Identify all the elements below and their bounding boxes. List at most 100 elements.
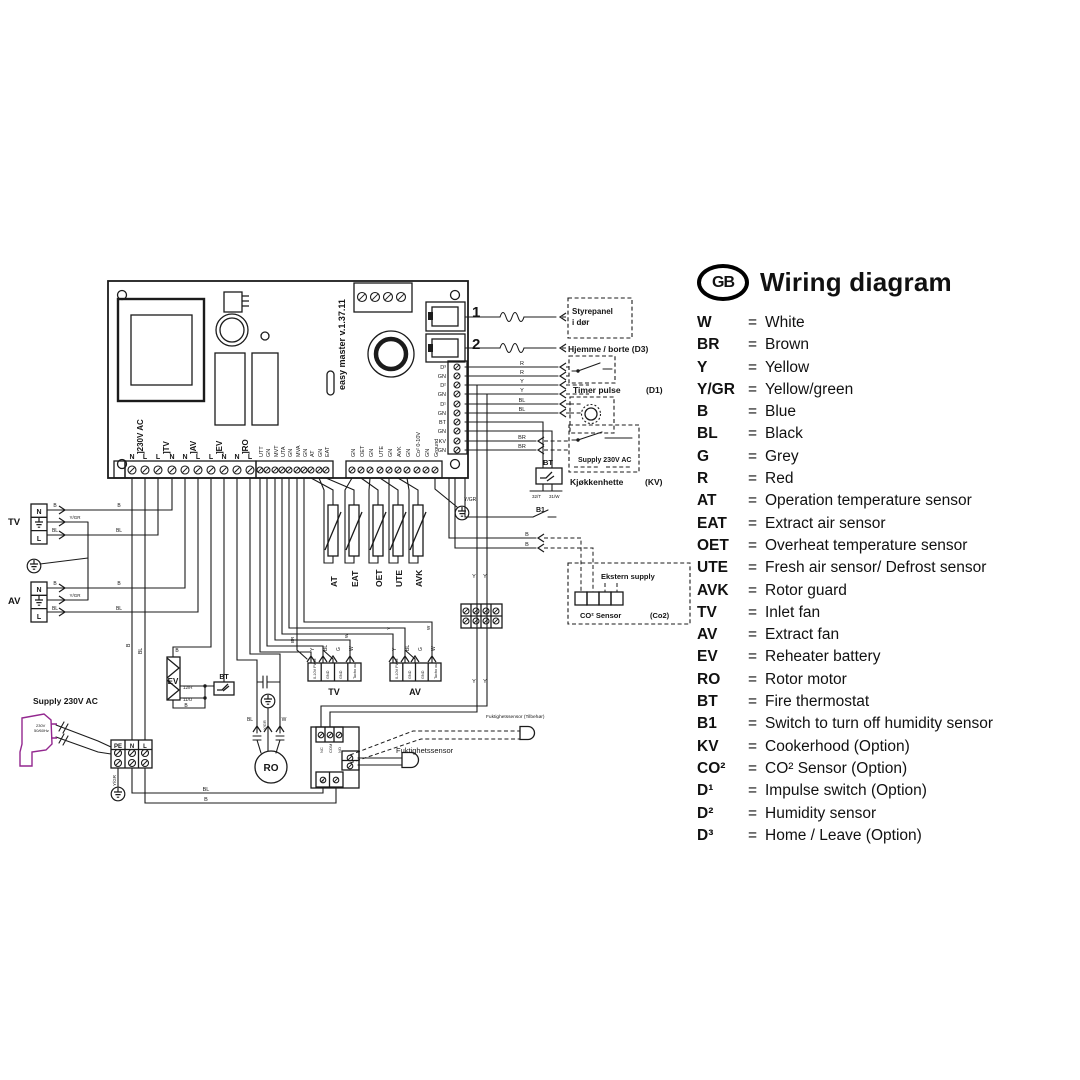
legend-entry: CO²=CO² Sensor (Option)	[697, 758, 1077, 780]
diagram-label: Tacho out	[434, 662, 438, 679]
diagram-label: KV	[439, 439, 447, 445]
screw-slot	[129, 760, 135, 766]
diagram-label: BL	[323, 645, 329, 651]
diagram-label: 0-10V PWM	[395, 659, 399, 679]
diagram-label: MVT	[274, 445, 280, 457]
legend-abbr: R	[697, 470, 709, 488]
mounting-hole	[449, 289, 461, 301]
diagram-label: BL	[519, 398, 526, 404]
screw-slot	[195, 467, 201, 473]
bt-thermostat-label: BT	[219, 674, 229, 681]
capacitor	[215, 313, 249, 347]
screw-slot	[384, 293, 392, 301]
legend-equals: =	[748, 693, 758, 711]
terminal-screw	[263, 466, 271, 474]
diagram-label: N	[182, 454, 187, 461]
earth-icon	[35, 596, 43, 606]
ev-reheater-label: EV	[168, 677, 179, 686]
wires	[39, 311, 633, 804]
diagram-label: W	[426, 625, 431, 630]
terminal-screw	[472, 607, 480, 615]
callout-bt: BT	[543, 458, 553, 467]
legend-equals: =	[748, 492, 758, 510]
legend-entry: BR=Brown	[697, 334, 1077, 356]
legend-abbr: D³	[697, 826, 714, 844]
terminal-screw	[113, 758, 123, 768]
screw-slot	[423, 467, 429, 473]
diagram-label: OET	[360, 445, 366, 457]
terminal-screw	[180, 465, 190, 475]
screw-slot	[454, 373, 460, 379]
terminal-screw	[335, 731, 343, 739]
screw-slot	[129, 750, 135, 756]
diagram-label: PE	[114, 744, 122, 750]
legend-equals: =	[748, 425, 758, 443]
legend-entry: BL=Black	[697, 423, 1077, 445]
screw-slot	[182, 467, 188, 473]
diagram-label: Y	[520, 379, 524, 385]
diagram-label: COM	[328, 744, 333, 753]
eat-sensor	[348, 504, 360, 557]
terminal-screw	[382, 291, 394, 303]
diagram-label: B	[525, 542, 529, 548]
legend-entry: AV=Extract fan	[697, 624, 1077, 646]
terminal-screw	[453, 427, 461, 435]
diagram-label: GN	[438, 374, 446, 380]
mounting-hole	[116, 458, 128, 470]
legend-meaning: Blue	[765, 403, 797, 421]
legend-equals: =	[748, 358, 758, 376]
diagram-label: GN	[288, 449, 294, 457]
diagram-label: L	[143, 454, 148, 461]
terminal-screw	[322, 466, 330, 474]
diagram-label: GN	[351, 449, 357, 457]
diagram-label: D¹	[440, 402, 446, 408]
bt-thermostat	[213, 681, 235, 696]
earth-icon	[458, 507, 466, 517]
terminal-screw	[462, 607, 470, 615]
diagram-label: B	[126, 643, 132, 647]
terminal-screw	[348, 466, 356, 474]
diagram-label: 12/R	[183, 685, 193, 690]
screw-slot	[473, 618, 479, 624]
terminal-screw	[285, 466, 293, 474]
generated-symbols	[26, 289, 580, 802]
screw-slot	[333, 777, 339, 783]
legend-abbr: KV	[697, 737, 719, 755]
styrepanel-box	[567, 297, 633, 339]
callout-kjokkenhette: Kjøkkenhette	[570, 477, 624, 487]
legend-abbr: BR	[697, 336, 720, 354]
top-terminal-block	[353, 282, 413, 313]
humidity-sensor-accessory-bulb	[519, 725, 536, 741]
legend-entry: TV=Inlet fan	[697, 602, 1077, 624]
screw-slot	[454, 447, 460, 453]
diagram-label: Y/GR	[464, 497, 477, 503]
legend-abbr: BT	[697, 693, 718, 711]
terminal-screw	[317, 731, 325, 739]
rotor-motor	[254, 750, 288, 784]
screw-slot	[264, 467, 270, 473]
legend-abbr: Y	[697, 358, 708, 376]
screw-slot	[371, 293, 379, 301]
diagram-label: L	[209, 454, 214, 461]
diagram-label: Y	[310, 647, 316, 651]
diagram-label: G	[336, 647, 342, 651]
earth-icon	[454, 505, 470, 521]
terminal-screw	[482, 617, 490, 625]
legend-equals: =	[748, 514, 758, 532]
screw-slot	[115, 750, 121, 756]
terminal-screw	[472, 617, 480, 625]
legend-entry: Y=Yellow	[697, 357, 1077, 379]
sensor-ute: UTE	[394, 570, 404, 587]
callout-timer-pulse: Timer pulse	[573, 385, 621, 395]
screw-slot	[208, 467, 214, 473]
legend-equals: =	[748, 804, 758, 822]
legend-abbr: UTE	[697, 559, 728, 577]
co2-terminal	[610, 591, 624, 606]
diagram-label: (KV)	[645, 477, 663, 487]
mounting-hole	[449, 458, 461, 470]
diagram-label: BL	[405, 645, 411, 651]
mounting-hole	[116, 289, 128, 301]
power-terminal-strip	[124, 460, 257, 479]
legend-meaning: Reheater battery	[765, 648, 881, 666]
terminal-screw	[278, 466, 286, 474]
